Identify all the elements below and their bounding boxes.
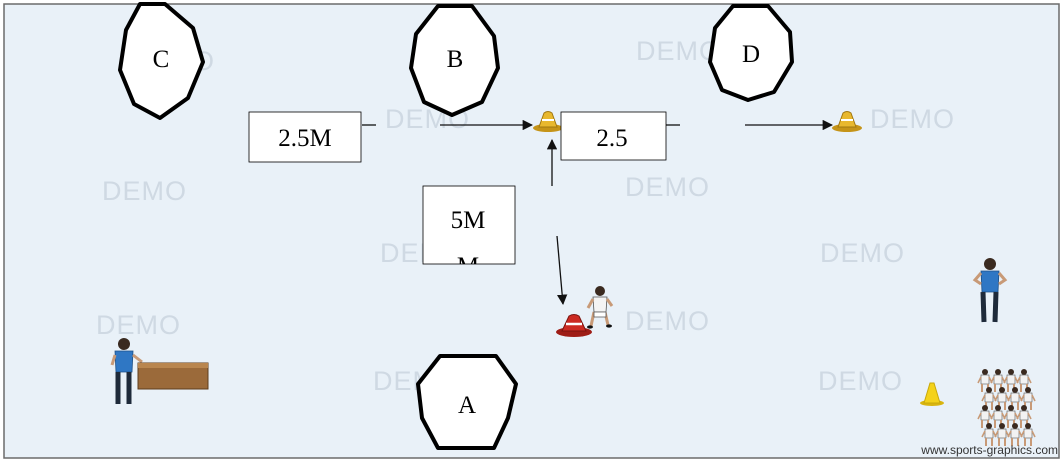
cone-icon <box>832 111 862 132</box>
station-d-label: D <box>742 41 760 68</box>
watermark: DEMO <box>625 172 710 202</box>
team-player-icon <box>981 423 997 446</box>
distance-label-right: 2.5 <box>560 111 667 161</box>
team-player-icon <box>1007 387 1023 410</box>
distance-center-overflow-text: M <box>457 253 479 280</box>
cone-icon <box>556 314 592 337</box>
cone-icon <box>920 382 944 406</box>
watermark: DEMO <box>636 36 721 66</box>
credit-text: www.sports-graphics.com <box>920 443 1058 457</box>
station-b-label: B <box>447 46 464 73</box>
distance-center-text: 5M <box>451 207 486 234</box>
arrow-down-to-start <box>556 235 568 306</box>
station-a: A <box>416 354 518 450</box>
distance-left-text: 2.5M <box>278 125 331 152</box>
distance-right-text: 2.5 <box>596 125 627 152</box>
station-b: B <box>409 4 500 117</box>
team-player-icon <box>1016 405 1032 428</box>
cone-icon <box>533 111 563 132</box>
player-icon <box>586 286 614 329</box>
team-group-icon <box>977 369 1036 446</box>
station-a-label: A <box>458 392 476 419</box>
watermark: DEMO <box>102 176 187 206</box>
station-c-label: C <box>153 46 170 73</box>
distance-label-center: 5M M <box>422 185 516 280</box>
watermark: DEMO <box>820 238 905 268</box>
movement-arrows <box>362 119 834 306</box>
coach-icon <box>110 338 143 404</box>
team-player-icon <box>981 387 997 410</box>
watermark: DEMO <box>625 306 710 336</box>
watermark: DEMO <box>96 310 181 340</box>
coach-icon <box>972 258 1008 323</box>
table-icon <box>137 362 209 390</box>
station-c: C <box>118 2 205 120</box>
station-d: D <box>708 4 794 102</box>
team-player-icon <box>1007 423 1023 446</box>
watermark: DEMO <box>818 366 903 396</box>
watermark: DEMO <box>870 104 955 134</box>
distance-label-left: 2.5M <box>248 111 362 163</box>
team-player-icon <box>1020 423 1036 446</box>
